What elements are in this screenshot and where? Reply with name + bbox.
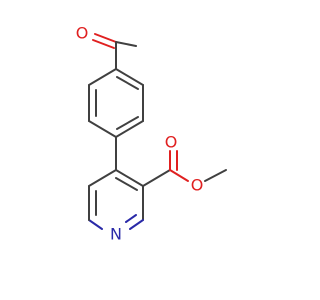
methyl-bond — [204, 169, 227, 182]
benzene-bond-4 — [115, 120, 144, 138]
molecule-canvas: O O O N — [75, 23, 227, 244]
ester-ether-oxygen-label: O — [191, 176, 204, 195]
benzene-bond-6 — [115, 68, 144, 86]
pyridine-bond-1 — [115, 169, 144, 187]
structure-diagram: O O O N — [76, 24, 227, 244]
pyridine-bond-6 — [88, 169, 117, 187]
pyridine-bond-4 — [88, 219, 103, 230]
benzene-bond-3 — [88, 120, 117, 138]
pyridine-inner-bond-2 — [125, 214, 137, 223]
aldehyde-co-bond — [94, 33, 117, 43]
pyridine-bond-3 — [129, 219, 144, 230]
aldehyde-oxygen-label: O — [76, 24, 89, 43]
benzene-inner-bond-2 — [116, 116, 139, 130]
ester-ether-bond — [169, 169, 189, 182]
benzene-bond-1 — [88, 68, 117, 86]
pyridine-nitrogen-label: N — [110, 225, 122, 244]
aldehyde-ch-bond — [115, 41, 137, 47]
ester-carbonyl-oxygen-label: O — [165, 133, 178, 152]
benzene-inner-bond-3 — [116, 76, 139, 90]
pyridine-inner-bond-1 — [115, 177, 138, 191]
aldehyde-co-double-bond — [92, 39, 115, 49]
ester-carbon-bond — [142, 169, 171, 187]
